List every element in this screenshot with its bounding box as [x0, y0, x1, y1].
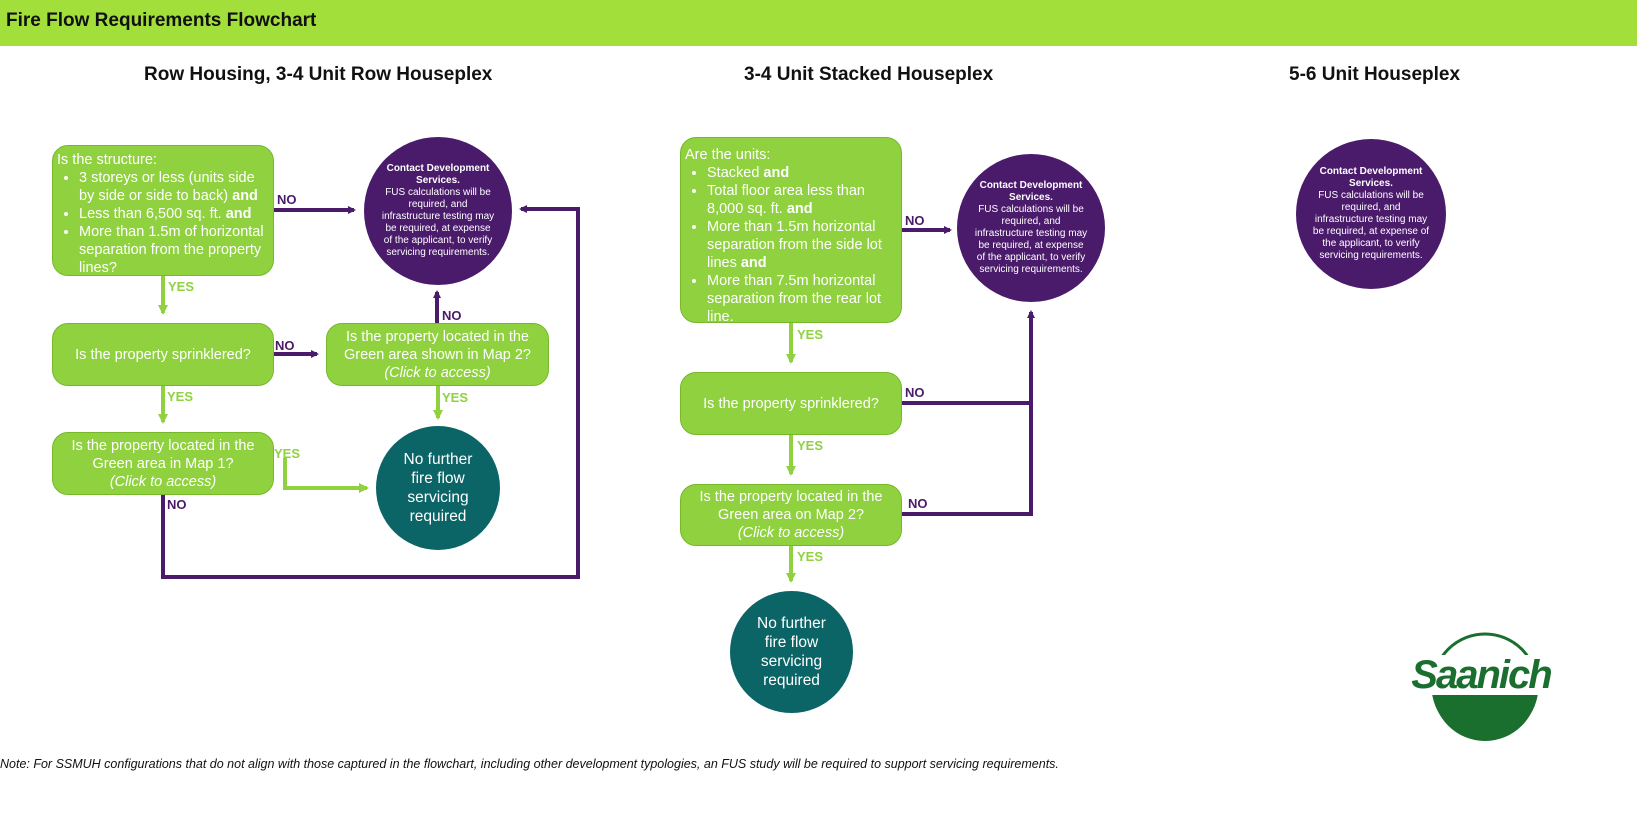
c1-structure-criteria: 3 storeys or less (units side by side or… — [57, 169, 267, 277]
c2-q3-no-connector — [901, 310, 1035, 516]
c1-map1-question[interactable]: Is the property located in the Green are… — [52, 432, 274, 495]
c1-sprinklered-question: Is the property sprinklered? — [52, 323, 274, 386]
c1-q4-yes-connector — [283, 458, 369, 493]
c2-map2-link[interactable]: (Click to access) — [737, 525, 845, 541]
c1-q4-no-label: NO — [167, 497, 187, 512]
c1-map1-line2: Green area in Map 1? — [92, 455, 234, 472]
c1-contact-development-services: Contact Development Services. FUS calcul… — [364, 137, 512, 285]
c2-q1-yes-label: YES — [797, 327, 824, 342]
contact-body: FUS calculations will be required, and i… — [1312, 190, 1430, 261]
c1-q1-yes-label: YES — [168, 279, 195, 294]
c2-q3-no-label: NO — [908, 496, 928, 511]
list-item: More than 1.5m horizontal separation fro… — [707, 218, 895, 272]
c1-map2-line2: Green area shown in Map 2? — [344, 346, 531, 363]
c2-no-further-text: No further fire flow servicing required — [757, 615, 826, 689]
c2-q2-yes-label: YES — [797, 438, 824, 453]
column-title-5-6-unit-houseplex: 5-6 Unit Houseplex — [1289, 64, 1461, 85]
c2-q2-no-label: NO — [905, 385, 925, 400]
list-item: 3 storeys or less (units side by side or… — [79, 169, 267, 205]
c2-map2-question[interactable]: Is the property located in the Green are… — [680, 484, 902, 546]
c1-q1-no-label: NO — [277, 192, 297, 207]
svg-text:Saanich: Saanich — [1411, 653, 1551, 697]
list-item: Stacked and — [707, 164, 895, 182]
c2-sprinklered-text: Is the property sprinklered? — [703, 395, 879, 412]
c1-q2-yes-label: YES — [167, 389, 194, 404]
c1-q4-yes-label: YES — [274, 446, 301, 461]
c2-no-further-servicing: No further fire flow servicing required — [730, 591, 853, 713]
contact-body: FUS calculations will be required, and i… — [381, 187, 495, 258]
c2-q1-no-label: NO — [905, 213, 925, 228]
contact-body: FUS calculations will be required, and i… — [974, 204, 1088, 275]
c1-map1-link[interactable]: (Click to access) — [109, 473, 217, 490]
c1-no-further-text: No further fire flow servicing required — [403, 451, 473, 525]
header-tab-extension — [1295, 42, 1637, 46]
c1-q4-no-connector — [161, 205, 580, 579]
contact-title: Contact Development Services. — [1319, 166, 1423, 189]
page-title: Fire Flow Requirements Flowchart — [6, 10, 317, 31]
column-title-row-housing: Row Housing, 3-4 Unit Row Houseplex — [144, 64, 493, 85]
c1-no-further-servicing: No further fire flow servicing required — [376, 426, 500, 550]
column-title-stacked-houseplex: 3-4 Unit Stacked Houseplex — [744, 64, 994, 85]
c2-map2-line2: Green area on Map 2? — [718, 507, 864, 523]
contact-title: Contact Development Services. — [386, 163, 490, 186]
header-bar: Fire Flow Requirements Flowchart — [0, 0, 1637, 46]
list-item: More than 7.5m horizontal separation fro… — [707, 272, 895, 326]
c2-map2-line1: Is the property located in the — [699, 489, 883, 505]
c1-map1-line1: Is the property located in the — [71, 437, 255, 454]
c2-sprinklered-question: Is the property sprinklered? — [680, 372, 902, 435]
list-item: More than 1.5m of horizontal separation … — [79, 223, 267, 277]
c1-structure-intro: Is the structure: — [57, 152, 157, 168]
c1-q3-no-label: NO — [442, 308, 462, 323]
saanich-logo: Saanich — [1405, 631, 1555, 741]
c2-units-intro: Are the units: — [685, 147, 771, 163]
contact-title: Contact Development Services. — [979, 180, 1083, 203]
saanich-logo-graphic: Saanich — [1407, 632, 1553, 741]
footnote: Note: For SSMUH configurations that do n… — [0, 757, 1059, 771]
c2-q3-yes-label: YES — [797, 549, 824, 564]
c1-sprinklered-text: Is the property sprinklered? — [75, 346, 251, 363]
c2-contact-development-services: Contact Development Services. FUS calcul… — [957, 154, 1105, 302]
c1-map2-link[interactable]: (Click to access) — [384, 364, 491, 381]
c1-q2-no-label: NO — [275, 338, 295, 353]
c2-units-question: Are the units: Stacked and Total floor a… — [680, 137, 902, 326]
c3-contact-development-services: Contact Development Services. FUS calcul… — [1296, 139, 1446, 289]
c1-map2-question[interactable]: Is the property located in the Green are… — [326, 323, 549, 386]
c2-units-criteria: Stacked and Total floor area less than 8… — [685, 164, 895, 326]
c1-q3-yes-label: YES — [442, 390, 469, 405]
list-item: Total floor area less than 8,000 sq. ft.… — [707, 182, 895, 218]
list-item: Less than 6,500 sq. ft. and — [79, 205, 267, 223]
c1-structure-question: Is the structure: 3 storeys or less (uni… — [52, 145, 274, 276]
c1-map2-line1: Is the property located in the — [346, 328, 529, 345]
